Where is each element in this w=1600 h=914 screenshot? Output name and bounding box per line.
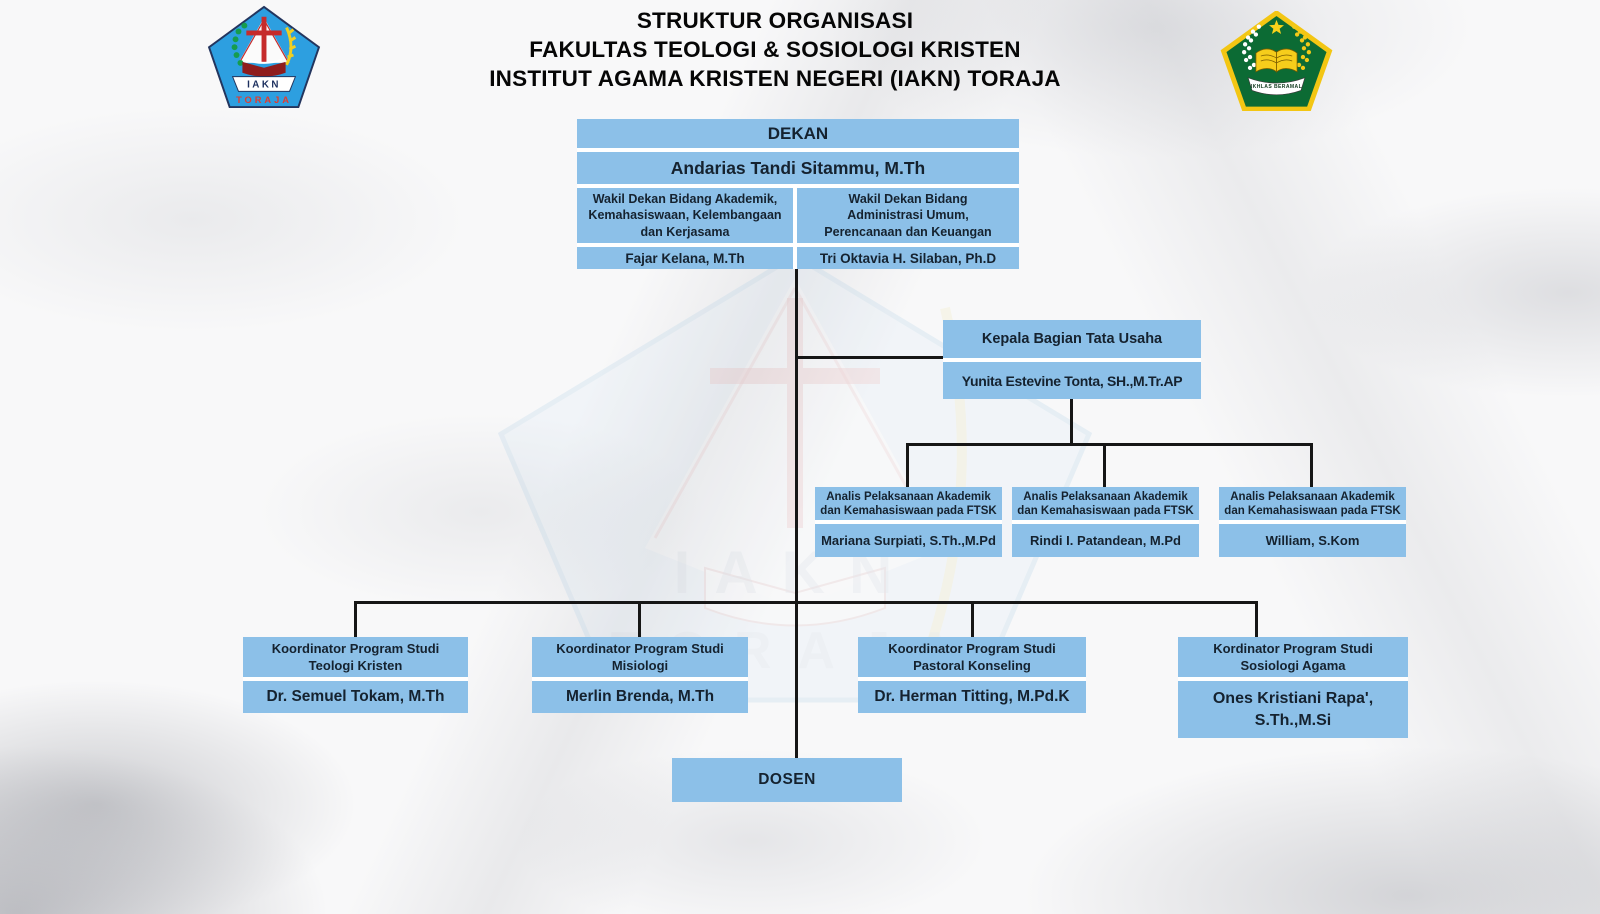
- book-pages: [246, 59, 282, 64]
- koordinator-misiologi-name-cell: Merlin Brenda, M.Th: [532, 681, 748, 713]
- koordinator-pastoral-title-cell: Koordinator Program Studi Pastoral Konse…: [858, 637, 1086, 677]
- tata-usaha-title-cell: Kepala Bagian Tata Usaha: [943, 320, 1201, 358]
- connector-analis-horizontal: [906, 443, 1313, 446]
- koordinator-misiologi-group: Koordinator Program Studi Misiologi Merl…: [532, 637, 748, 713]
- connector-koordinator-drop-3: [971, 601, 974, 637]
- cross-icon: [246, 16, 282, 62]
- analis-2-title-cell: Analis Pelaksanaan Akademik dan Kemahasi…: [1012, 487, 1199, 520]
- wreath-icon: [231, 22, 248, 66]
- koordinator-misiologi-title-cell: Koordinator Program Studi Misiologi: [532, 637, 748, 677]
- dosen-cell: DOSEN: [672, 758, 902, 802]
- analis-1-name-cell: Mariana Surpiati, S.Th.,M.Pd: [815, 524, 1002, 557]
- wakil-akademik-title-cell: Wakil Dekan Bidang Akademik, Kemahasiswa…: [577, 188, 793, 243]
- wakil-akademik-name-cell: Fajar Kelana, M.Th: [577, 247, 793, 269]
- wakil-name-row: Fajar Kelana, M.Th Tri Oktavia H. Silaba…: [577, 247, 1019, 269]
- wheat-icon: [285, 26, 297, 66]
- dosen-group: DOSEN: [672, 758, 902, 802]
- koordinator-sosiologi-name-cell: Ones Kristiani Rapa', S.Th.,M.Si: [1178, 681, 1408, 738]
- wakil-administrasi-title-cell: Wakil Dekan Bidang Administrasi Umum, Pe…: [797, 188, 1019, 243]
- rigging-lines: [239, 19, 289, 62]
- connector-koordinator-drop-1: [354, 601, 357, 637]
- koordinator-teologi-group: Koordinator Program Studi Teologi Kriste…: [243, 637, 468, 713]
- connector-analis-drop-2: [1103, 443, 1106, 487]
- connector-koordinator-drop-4: [1255, 601, 1258, 637]
- dekan-group: DEKAN Andarias Tandi Sitammu, M.Th Wakil…: [577, 119, 1019, 269]
- ribbon-banner: [231, 76, 297, 92]
- koordinator-pastoral-name-cell: Dr. Herman Titting, M.Pd.K: [858, 681, 1086, 713]
- book-icon: [242, 61, 286, 77]
- kemenag-logo: IKHLAS BERAMAL: [1220, 11, 1333, 111]
- tata-usaha-name-cell: Yunita Estevine Tonta, SH.,M.Tr.AP: [943, 362, 1201, 399]
- dekan-name-cell: Andarias Tandi Sitammu, M.Th: [577, 152, 1019, 184]
- koordinator-sosiologi-title-cell: Kordinator Program Studi Sosiologi Agama: [1178, 637, 1408, 677]
- analis-1-group: Analis Pelaksanaan Akademik dan Kemahasi…: [815, 487, 1002, 557]
- wheat-icon: [1291, 24, 1312, 71]
- quran-book-icon: [1255, 48, 1298, 73]
- connector-main-vertical: [795, 268, 798, 760]
- connector-koordinator-drop-2: [638, 601, 641, 637]
- ribbon-banner: [1247, 77, 1306, 96]
- connector-analis-drop-1: [906, 443, 909, 487]
- koordinator-pastoral-group: Koordinator Program Studi Pastoral Konse…: [858, 637, 1086, 713]
- analis-3-group: Analis Pelaksanaan Akademik dan Kemahasi…: [1219, 487, 1406, 557]
- connector-koordinator-horizontal: [354, 601, 1258, 604]
- analis-2-group: Analis Pelaksanaan Akademik dan Kemahasi…: [1012, 487, 1199, 557]
- analis-2-name-cell: Rindi I. Patandean, M.Pd: [1012, 524, 1199, 557]
- analis-3-name-cell: William, S.Kom: [1219, 524, 1406, 557]
- dekan-title-cell: DEKAN: [577, 119, 1019, 148]
- analis-1-title-cell: Analis Pelaksanaan Akademik dan Kemahasi…: [815, 487, 1002, 520]
- koordinator-sosiologi-group: Kordinator Program Studi Sosiologi Agama…: [1178, 637, 1408, 738]
- title-line-3: INSTITUT AGAMA KRISTEN NEGERI (IAKN) TOR…: [489, 66, 1061, 91]
- koordinator-teologi-name-cell: Dr. Semuel Tokam, M.Th: [243, 681, 468, 713]
- logo-region-text: TORAJA: [236, 95, 292, 105]
- koordinator-teologi-title-cell: Koordinator Program Studi Teologi Kriste…: [243, 637, 468, 677]
- star-icon: [1269, 19, 1284, 35]
- iakn-toraja-logo: IAKN TORAJA: [207, 5, 321, 109]
- logo-banner-text: IAKN: [247, 79, 281, 90]
- wakil-title-row: Wakil Dekan Bidang Akademik, Kemahasiswa…: [577, 188, 1019, 243]
- flower-wreath-icon: [1241, 24, 1262, 71]
- logo-motto-text: IKHLAS BERAMAL: [1251, 84, 1302, 90]
- title-line-1: STRUKTUR ORGANISASI: [636, 8, 914, 33]
- connector-tatausaha-horizontal: [795, 356, 943, 359]
- connector-tatausaha-drop: [1070, 398, 1073, 446]
- wakil-administrasi-name-cell: Tri Oktavia H. Silaban, Ph.D: [797, 247, 1019, 269]
- analis-3-title-cell: Analis Pelaksanaan Akademik dan Kemahasi…: [1219, 487, 1406, 520]
- tata-usaha-group: Kepala Bagian Tata Usaha Yunita Estevine…: [943, 320, 1201, 399]
- title-line-2: FAKULTAS TEOLOGI & SOSIOLOGI KRISTEN: [529, 37, 1021, 62]
- connector-analis-drop-3: [1310, 443, 1313, 487]
- page-title: STRUKTUR ORGANISASI FAKULTAS TEOLOGI & S…: [400, 6, 1150, 93]
